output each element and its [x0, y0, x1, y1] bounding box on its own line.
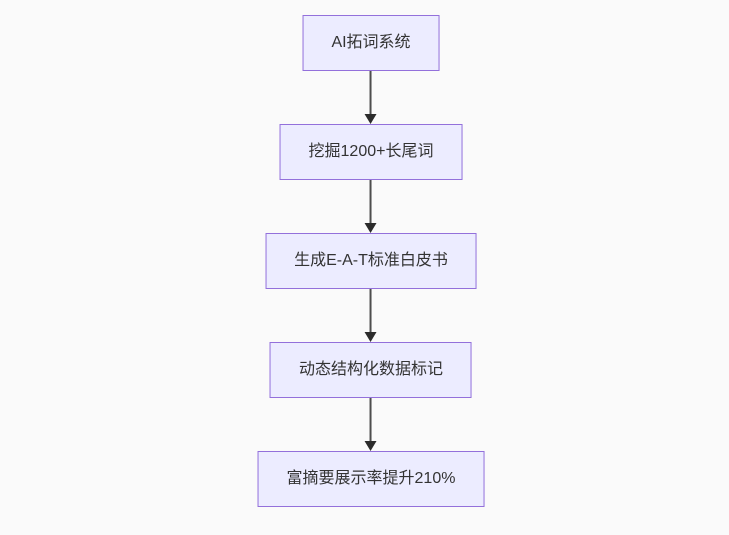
node-label: 动态结构化数据标记 — [298, 361, 443, 378]
arrowhead-down-icon — [365, 441, 377, 451]
down-arrow-edge-1 — [364, 71, 378, 124]
node-rich-snippet-rate-result: 富摘要展示率提升210% — [257, 451, 485, 507]
arrow-line — [370, 289, 372, 333]
node-label: 挖掘1200+长尾词 — [308, 143, 434, 160]
arrowhead-down-icon — [365, 332, 377, 342]
node-longtail-keyword-mining: 挖掘1200+长尾词 — [279, 124, 463, 180]
down-arrow-edge-2 — [364, 180, 378, 233]
node-label: 富摘要展示率提升210% — [286, 470, 456, 487]
arrow-line — [370, 71, 372, 115]
flowchart: AI拓词系统 挖掘1200+长尾词 生成E-A-T标准白皮书 动态结构化数据标记 — [257, 15, 485, 507]
node-dynamic-structured-data-markup: 动态结构化数据标记 — [269, 342, 472, 398]
node-label: 生成E-A-T标准白皮书 — [294, 252, 448, 269]
arrowhead-down-icon — [365, 114, 377, 124]
arrowhead-down-icon — [365, 223, 377, 233]
node-eat-whitepaper-generation: 生成E-A-T标准白皮书 — [265, 233, 477, 289]
arrow-line — [370, 180, 372, 224]
node-ai-word-expansion-system: AI拓词系统 — [302, 15, 440, 71]
down-arrow-edge-4 — [364, 398, 378, 451]
node-label: AI拓词系统 — [331, 34, 411, 51]
down-arrow-edge-3 — [364, 289, 378, 342]
arrow-line — [370, 398, 372, 442]
